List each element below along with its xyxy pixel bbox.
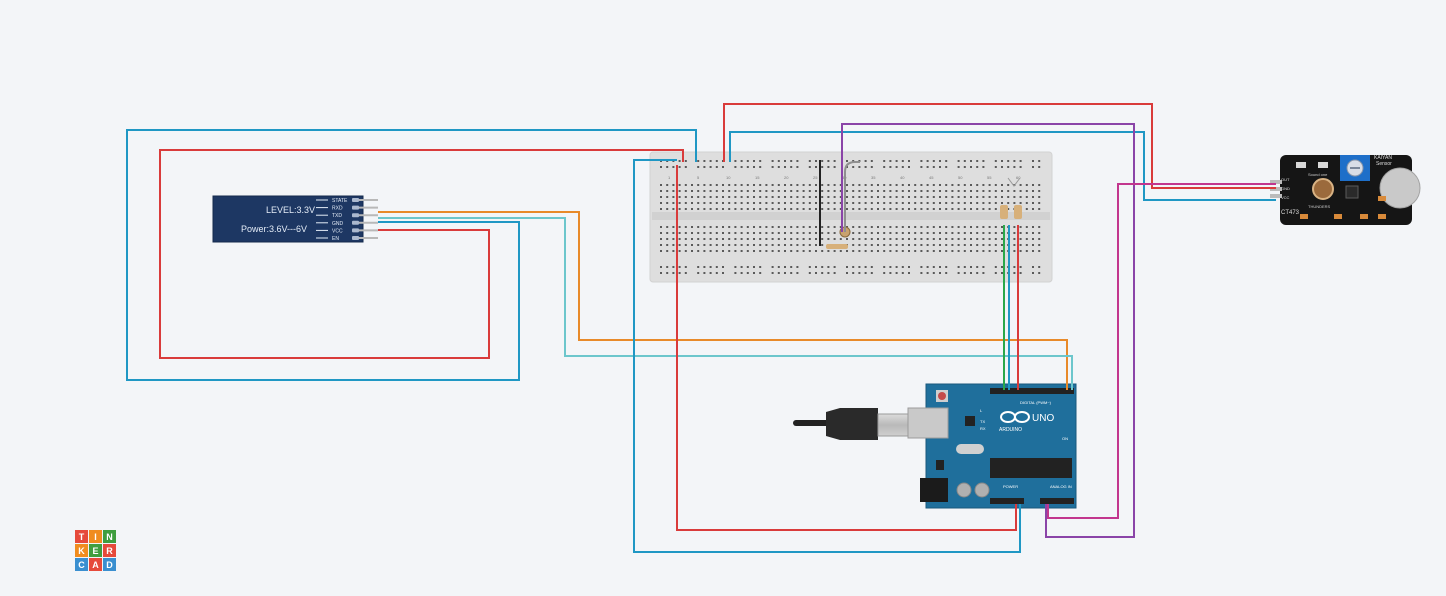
column-number: 60 xyxy=(1016,175,1021,180)
bluetooth-pin-label: RXD xyxy=(332,206,343,212)
wire-blue-sensor[interactable] xyxy=(729,131,1276,201)
arduino-model: UNO xyxy=(1032,413,1054,424)
bluetooth-power-label: Power:3.6V---6V xyxy=(241,224,307,234)
sensor-chip-label: CT473 xyxy=(1281,210,1300,216)
column-number: 35 xyxy=(871,175,876,180)
logo-letter: C xyxy=(75,558,88,571)
logo-letter: T xyxy=(75,530,88,543)
column-number: 40 xyxy=(900,175,905,180)
microphone xyxy=(1379,167,1421,209)
column-number: 45 xyxy=(929,175,934,180)
wires xyxy=(126,103,1276,553)
sensor-pin-vcc: VCC xyxy=(1281,195,1290,200)
wire-red-left[interactable] xyxy=(159,149,684,359)
bluetooth-level-label: LEVEL:3.3V xyxy=(266,205,315,215)
logo-letter: A xyxy=(89,558,102,571)
column-number: 25 xyxy=(813,175,818,180)
led-label-l: L xyxy=(980,408,983,413)
logo-letter: E xyxy=(89,544,102,557)
wire-red-sensor[interactable] xyxy=(723,103,1276,189)
logo-letter: K xyxy=(75,544,88,557)
bluetooth-pin-label: EN xyxy=(332,236,339,242)
column-number: 5 xyxy=(697,175,700,180)
wire-cyan[interactable] xyxy=(378,217,1073,390)
power-header-label: POWER xyxy=(1003,484,1018,489)
sound-sensor[interactable]: KAIYAN Sensor Sound one THUNDERS CT473 O… xyxy=(1270,155,1421,225)
bluetooth-pin-label: STATE xyxy=(332,198,348,204)
wire-purple[interactable] xyxy=(841,123,1135,538)
logo-letter: I xyxy=(89,530,102,543)
wire-red-gnd-rail[interactable] xyxy=(676,165,1017,531)
column-number: 55 xyxy=(987,175,992,180)
sensor-pin-gnd: GND xyxy=(1281,186,1290,191)
resistors[interactable] xyxy=(1000,177,1022,219)
sensor-small-label-2: THUNDERS xyxy=(1308,204,1331,209)
bluetooth-pin-label: GND xyxy=(332,221,344,227)
usb-cable xyxy=(793,408,909,440)
breadboard-holes xyxy=(660,160,1041,274)
bluetooth-pin-label: TXD xyxy=(332,213,342,219)
sensor-title: KAIYAN xyxy=(1374,155,1392,161)
wire-blue-left[interactable] xyxy=(126,129,697,381)
logo-letter: R xyxy=(103,544,116,557)
reset-button[interactable] xyxy=(938,392,946,400)
column-number: 15 xyxy=(755,175,760,180)
bluetooth-pin-label: VCC xyxy=(332,228,343,234)
digital-header-label: DIGITAL (PWM~) xyxy=(1020,400,1052,405)
sensor-title-2: Sensor xyxy=(1376,161,1392,167)
column-number: 20 xyxy=(784,175,789,180)
arduino-uno[interactable]: ARDUINO UNO DIGITAL (PWM~) POWER ANALOG … xyxy=(907,383,1077,509)
sensor-small-label: Sound one xyxy=(1308,172,1328,177)
led-label-on: ON xyxy=(1062,436,1068,441)
sensor-pin-out: OUT xyxy=(1281,177,1290,182)
logo-letter: D xyxy=(103,558,116,571)
wire-blue-5v[interactable] xyxy=(633,159,1021,553)
arduino-logo xyxy=(1000,411,1030,423)
logo-letter: N xyxy=(103,530,116,543)
wire-magenta[interactable] xyxy=(1047,183,1276,519)
arduino-brand: ARDUINO xyxy=(999,427,1022,433)
analog-header-label: ANALOG IN xyxy=(1050,484,1072,489)
column-number: 10 xyxy=(726,175,731,180)
column-number: 1 xyxy=(668,175,671,180)
led-label-tx: TX xyxy=(980,419,985,424)
led-label-rx: RX xyxy=(980,426,986,431)
column-number: 50 xyxy=(958,175,963,180)
